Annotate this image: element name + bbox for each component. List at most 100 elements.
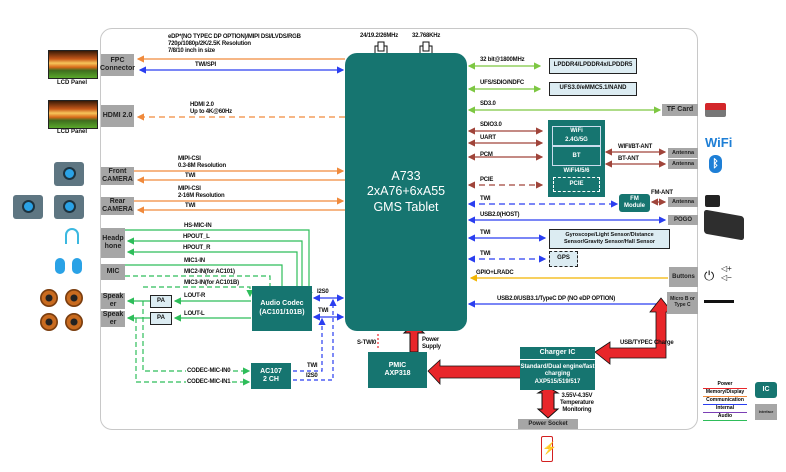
display-interface-label: eDP*(NO TYPEC DP OPTION)/MIPI DSI/LVDS/R… [168, 34, 301, 55]
sd-label: SD3.0 [480, 101, 496, 107]
legend-internal: Internal [703, 404, 747, 413]
wifi-icon: WiFi [705, 135, 733, 150]
camera-icon [13, 195, 43, 219]
hdmi-box: HDMI 2.0 [101, 105, 134, 127]
twi-sensor-label: TWI [480, 230, 491, 236]
volume-icon: ◁+◁− [721, 264, 732, 282]
legend-power: Power [703, 380, 747, 389]
usb-host-label: USB2.0(HOST) [480, 212, 520, 218]
twi-spi-label: TWI/SPI [195, 62, 216, 68]
lcd-panel-image [48, 100, 98, 129]
legend-audio: Audio [703, 412, 747, 421]
lout-r-label: LOUT-R [184, 293, 206, 299]
pa-box: PA [150, 295, 172, 308]
camera-icon [54, 162, 84, 186]
microphone-icon [55, 258, 65, 274]
power-socket-box: Power Socket [518, 419, 578, 429]
i2s0-label: I2S0 [306, 373, 318, 379]
antenna-box: Antenna [668, 197, 698, 207]
lcd-panel-caption: LCD Panel [56, 129, 87, 135]
twi-fm-label: TWI [480, 196, 491, 202]
storage-box: UFS3.0/eMMC5.1/NAND [549, 82, 637, 96]
audio-codec-box: Audio Codec(AC101/101B) [252, 286, 312, 331]
front-twi-label: TWI [185, 173, 196, 179]
speaker-icon [65, 313, 83, 331]
hpout-l-label: HPOUT_L [183, 234, 210, 240]
main-crystal-label: 24/19.2/26MHz [360, 33, 399, 39]
mic1-in-label: MIC1-IN [184, 258, 205, 264]
antenna-box: Antenna [668, 159, 698, 169]
bt-ant-label: BT-ANT [618, 156, 639, 162]
usb-otg-label: USB2.0/USB3.1/TypeC DP (NO eDP OPTION) [497, 296, 616, 302]
gpio-label: GPIO+LRADC [476, 270, 514, 276]
pcie-box: PCIE [553, 177, 600, 192]
s-twi0-label: S-TWI0 [357, 340, 377, 346]
wifi-standard-label: WiFi4/5/6 [563, 168, 590, 174]
power-button-icon: ⏻ [704, 268, 715, 283]
mic2-in-label: MIC2-IN(for AC101) [184, 269, 235, 275]
i2s0-label: I2S0 [317, 289, 329, 295]
legend-interface-swatch: Interface [755, 404, 777, 420]
fm-ant-label: FM-ANT [651, 190, 673, 196]
legend-communication: Communication [703, 396, 747, 405]
legend-memory-display: Memory/Display [703, 388, 747, 397]
storage-bus-label: UFS/SDIO/NDFC [480, 80, 525, 86]
speaker-icon [40, 289, 58, 307]
pcm-label: PCM [480, 152, 493, 158]
ddr-box: LPDDR4/LPDDR4x/LPDDR5 [549, 58, 637, 74]
buttons-box: Buttons [669, 267, 698, 287]
mic-box: MIC [101, 264, 125, 280]
bt-box: BT [552, 146, 601, 166]
codec-mic-in0-label: CODEC-MIC-IN0 [186, 368, 232, 376]
rear-twi-label: TWI [185, 203, 196, 209]
speaker-icon [40, 313, 58, 331]
usb-typec-charge-label: USB/TYPEC Charge [620, 340, 674, 346]
ddr-bus-label: 32 bit@1800MHz [480, 57, 525, 63]
hs-mic-in-label: HS-MIC-IN [184, 223, 212, 229]
camera-icon [54, 195, 84, 219]
sdio-label: SDIO3.0 [480, 122, 502, 128]
headphone-icon [65, 228, 79, 244]
legend-ic-swatch: IC [755, 382, 777, 398]
hpout-r-label: HPOUT_R [183, 245, 211, 251]
gps-box: GPS [549, 251, 578, 267]
microphone-icon [72, 258, 82, 274]
board-frame [100, 28, 698, 430]
bluetooth-icon: ᛒ [709, 155, 722, 173]
battery-icon: ⚡ [541, 436, 557, 462]
twi-label: TWI [307, 363, 318, 369]
lcd-panel-image [48, 50, 98, 79]
tf-card-icon [705, 103, 726, 117]
tf-card-box: TF Card [662, 104, 698, 116]
legend: Power Memory/Display Communication Inter… [703, 380, 747, 424]
radio-icon [705, 195, 720, 207]
rtc-crystal-label: 32.768KHz [412, 33, 441, 39]
pogo-box: POGO [668, 215, 698, 225]
wifi-bt-module [548, 120, 605, 197]
speaker-icon [65, 289, 83, 307]
antenna-box: Antenna [668, 148, 698, 158]
lcd-panel-caption: LCD Panel [56, 80, 87, 86]
usb-cable-icon [704, 300, 734, 303]
charger-ic-title: Charger IC [520, 347, 595, 359]
twi-gps-label: TWI [480, 251, 491, 257]
